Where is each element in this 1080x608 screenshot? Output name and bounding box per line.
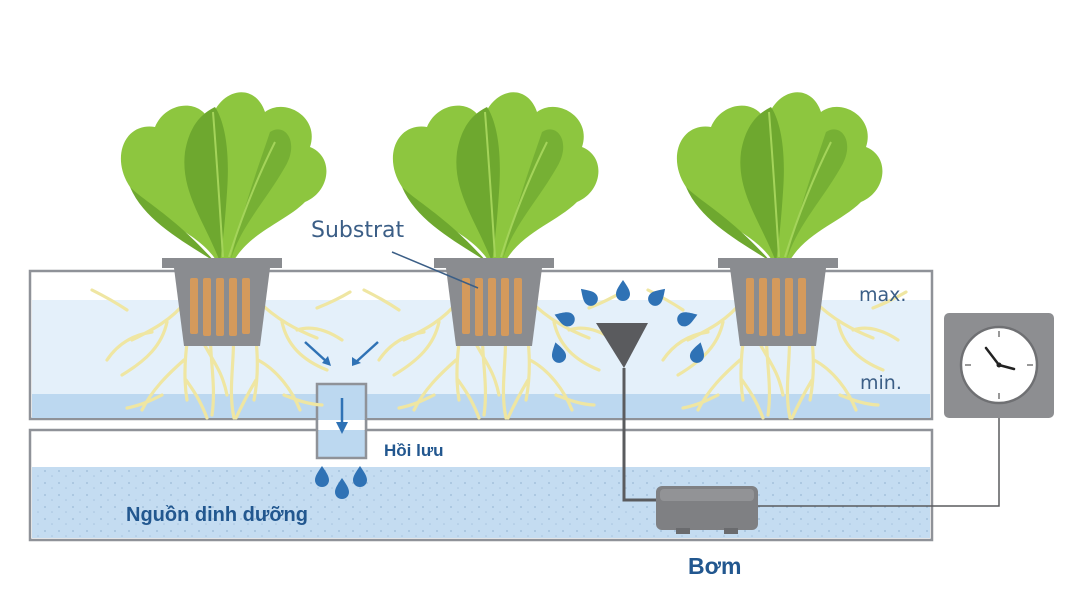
substrat-pointer <box>391 251 479 289</box>
min-level-label: min. <box>860 372 902 394</box>
return-pipe <box>304 341 379 460</box>
spray-nozzle <box>596 323 648 368</box>
timer <box>944 313 1054 418</box>
pump <box>656 486 758 534</box>
reservoir-tank <box>28 428 934 542</box>
feed-pipe <box>622 368 660 502</box>
substrat-label: Substrat <box>311 218 405 243</box>
pump-label: Bơm <box>688 553 742 579</box>
timer-wire <box>758 418 1000 507</box>
max-level-label: max. <box>859 284 907 306</box>
nutrient-source-label: Nguồn dinh dưỡng <box>126 504 308 526</box>
return-flow-label: Hồi lưu <box>384 441 444 460</box>
